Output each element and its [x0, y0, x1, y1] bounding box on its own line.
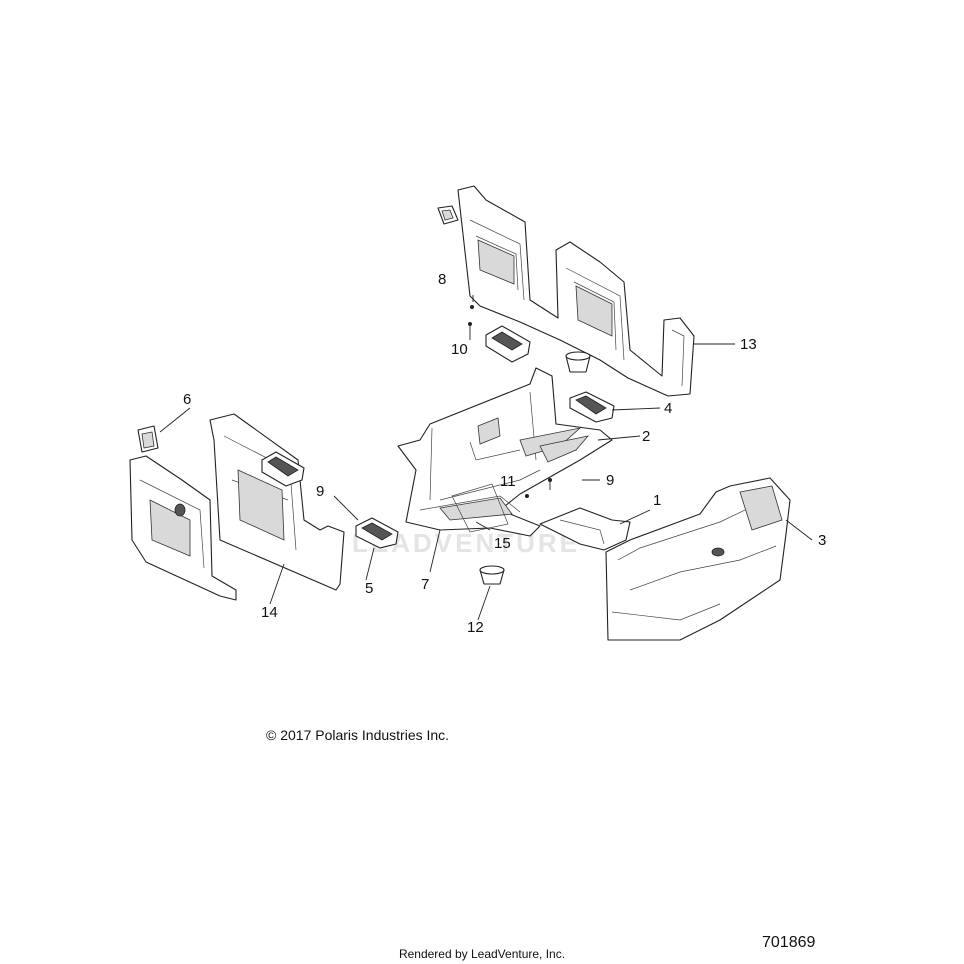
part-cup-upper: [565, 351, 591, 373]
part-foot-pad-upper: [485, 325, 531, 363]
callout-1[interactable]: 1: [653, 492, 662, 509]
callout-3[interactable]: 3: [818, 532, 827, 549]
callout-9-right[interactable]: 9: [606, 472, 615, 489]
diagram-number: 701869: [762, 934, 816, 951]
part-8-fastener: [468, 305, 474, 326]
callout-14[interactable]: 14: [261, 604, 278, 621]
callout-8[interactable]: 8: [438, 271, 447, 288]
part-bracket-top: [437, 205, 459, 225]
part-4-foot-pad: [569, 391, 615, 423]
rendered-by-text: Rendered by LeadVenture, Inc.: [398, 947, 566, 961]
callout-4[interactable]: 4: [664, 400, 673, 417]
callout-10[interactable]: 10: [451, 341, 468, 358]
part-3-front-floor: [605, 477, 791, 641]
callout-13[interactable]: 13: [740, 336, 757, 353]
part-14-side-panel: [209, 413, 345, 591]
part-6-bracket: [137, 425, 159, 453]
callout-2[interactable]: 2: [642, 428, 651, 445]
part-12-cup: [479, 565, 505, 585]
part-13-rear-panel: [457, 185, 695, 397]
callout-6[interactable]: 6: [183, 391, 192, 408]
part-left-outer-panel: [129, 455, 237, 601]
part-7-main-floor: [397, 367, 613, 537]
callout-15[interactable]: 15: [494, 535, 511, 552]
part-5-foot-pad: [355, 517, 399, 549]
part-2-floor-insert: [539, 435, 590, 463]
part-1-floor-section: [539, 507, 631, 551]
part-15-floor-panel: [451, 483, 509, 533]
copyright-text: © 2017 Polaris Industries Inc.: [266, 727, 450, 743]
callout-12[interactable]: 12: [467, 619, 484, 636]
callout-7[interactable]: 7: [421, 576, 430, 593]
callout-11[interactable]: 11: [500, 473, 516, 490]
leader-lines: [159, 295, 813, 621]
callout-5[interactable]: 5: [365, 580, 374, 597]
part-11-fastener: [525, 478, 552, 498]
callout-9-left[interactable]: 9: [316, 483, 325, 500]
